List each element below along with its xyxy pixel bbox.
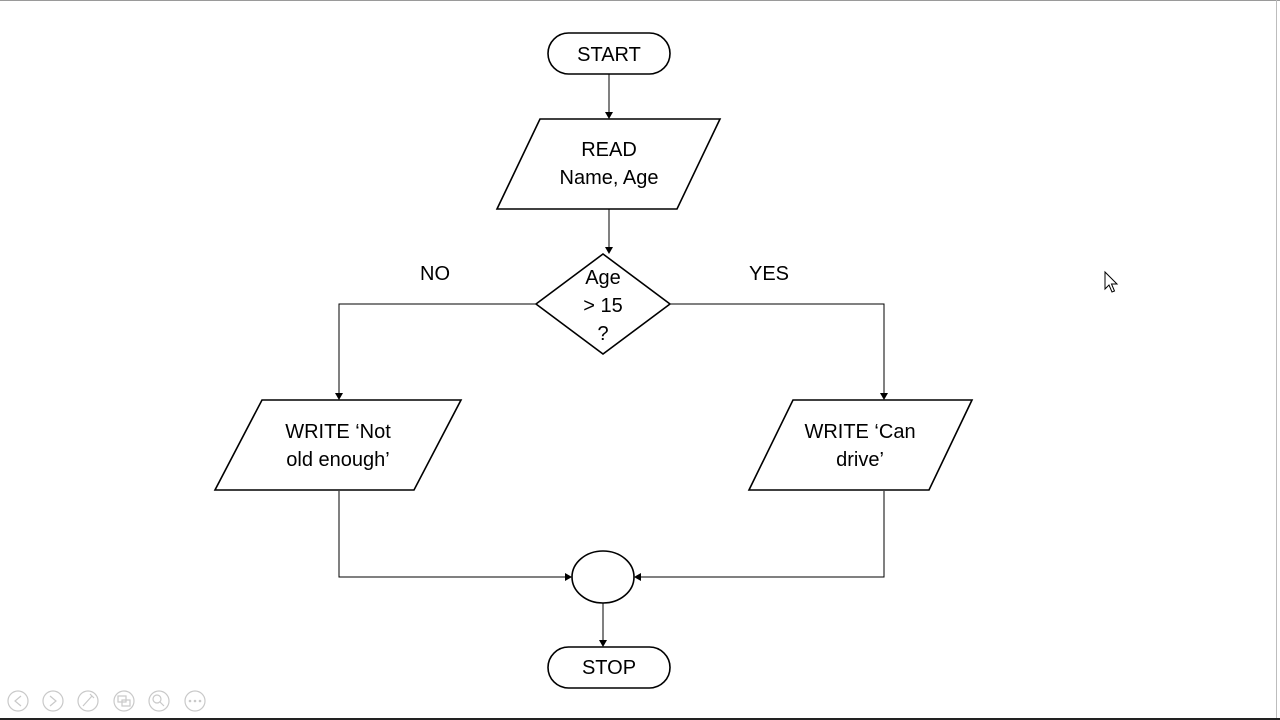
stop-label: STOP: [582, 657, 636, 679]
slideshow-controls: [7, 690, 206, 712]
stop-terminator: STOP: [547, 646, 671, 689]
write-yes-line-2: drive’: [836, 449, 884, 471]
mouse-cursor-icon: [1104, 270, 1119, 293]
write-no-io: WRITE ‘Not old enough’: [213, 399, 463, 491]
write-yes-io: WRITE ‘Can drive’: [747, 399, 974, 491]
no-branch-label: NO: [420, 263, 450, 285]
connector-yes-branch: [670, 303, 885, 393]
read-line-2: Name, Age: [560, 167, 659, 189]
connector-yes-merge: [641, 491, 885, 578]
write-no-line-2: old enough’: [286, 449, 389, 471]
arrowhead-read: [605, 112, 613, 119]
connector-no-branch: [338, 303, 536, 393]
slide-bottom-border: [0, 718, 1280, 720]
decision: Age > 15 ?: [534, 253, 672, 355]
slide-right-border: [1276, 0, 1277, 720]
arrowhead-stop: [599, 640, 607, 647]
slide-top-border: [0, 0, 1280, 1]
previous-icon[interactable]: [7, 690, 29, 712]
arrowhead-merge-left: [565, 573, 572, 581]
slides-icon[interactable]: [113, 690, 135, 712]
start-terminator: START: [547, 32, 671, 75]
zoom-icon[interactable]: [148, 690, 170, 712]
start-shape: [547, 32, 671, 75]
write-yes-shape: [747, 399, 974, 491]
more-icon[interactable]: [184, 690, 206, 712]
write-no-line-1: WRITE ‘Not: [285, 421, 391, 443]
arrowhead-decision: [605, 247, 613, 254]
start-label: START: [577, 44, 641, 66]
read-line-1: READ: [581, 139, 637, 161]
next-icon[interactable]: [42, 690, 64, 712]
connector-no-merge: [338, 491, 565, 578]
write-no-shape: [213, 399, 463, 491]
stop-shape: [547, 646, 671, 689]
arrowhead-merge-right: [634, 573, 641, 581]
decision-line-3: ?: [597, 323, 608, 345]
arrowhead-write-no: [335, 393, 343, 400]
arrowhead-write-yes: [880, 393, 888, 400]
connectors: [335, 74, 888, 647]
read-io: READ Name, Age: [495, 118, 722, 210]
decision-line-2: > 15: [583, 295, 622, 317]
write-yes-line-1: WRITE ‘Can: [804, 421, 915, 443]
read-shape: [495, 118, 722, 210]
yes-branch-label: YES: [749, 263, 789, 285]
decision-line-1: Age: [585, 267, 621, 289]
decision-shape: [534, 253, 672, 355]
merge-connector: [571, 550, 635, 604]
pen-icon[interactable]: [77, 690, 99, 712]
